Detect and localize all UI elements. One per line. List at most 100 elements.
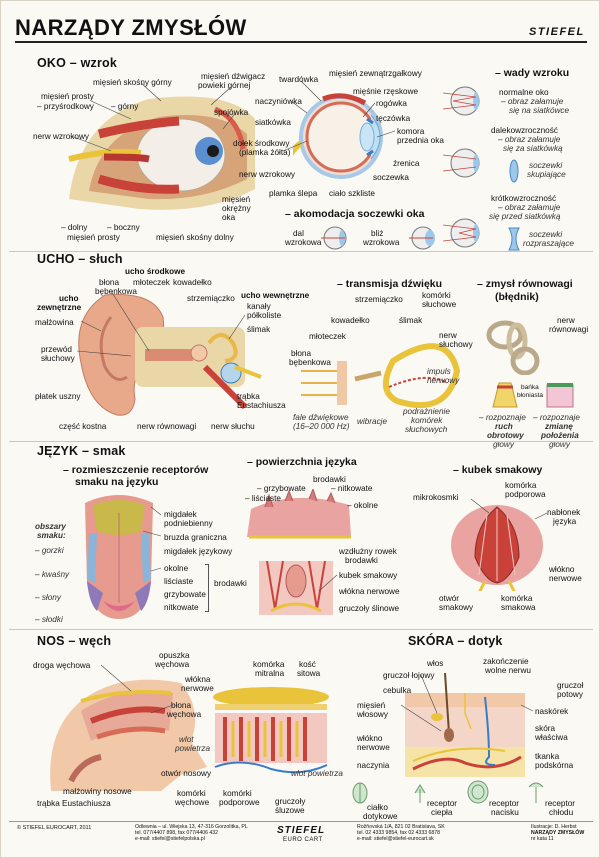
label-s-ciepla: ciepła	[431, 808, 453, 817]
label-k-mikrokosmki: mikrokosmki	[413, 493, 459, 502]
label-r-rownowagi: równowagi	[549, 325, 589, 334]
label-t-sluchowy: słuchowy	[439, 340, 473, 349]
label-s-receptor-nacisku: receptor	[489, 799, 520, 808]
label-n-komorki-wechowe-1: komórki	[177, 789, 206, 798]
label-n-komorki-wechowe-2: węchowe	[175, 798, 210, 807]
powierzchnia-heading: – powierzchnia języka	[247, 456, 357, 468]
label-obszary: obszary	[35, 522, 66, 531]
nos-heading: NOS – węch	[37, 634, 112, 648]
label-plamka-slepa: plamka ślepa	[269, 189, 318, 198]
label-k-nablonek: nabłonek	[547, 508, 581, 517]
label-t-sluchowe: słuchowe	[422, 300, 457, 309]
label-k-wlokno: włókno	[549, 565, 575, 574]
footer-addr-pl-2: tel. 077/4407 898, fax 077/4406 432	[135, 830, 219, 836]
label-r-rozpoznaje-1: – rozpoznaje	[479, 413, 526, 422]
label-nerw-sluchu: nerw słuchu	[211, 422, 255, 431]
label-slodki: – słodki	[35, 615, 63, 624]
label-dolny: – dolny	[61, 223, 88, 232]
akomodacja-eye-near-icon	[409, 226, 435, 250]
label-nerw-wzrokowy-2: nerw wzrokowy	[239, 170, 295, 179]
labyrinth-illustration	[486, 320, 540, 375]
receptors-heading-1: – rozmieszczenie receptorów	[63, 464, 209, 476]
label-powieki-gornej: powieki górnej	[198, 81, 251, 90]
papilla-section-illustration	[259, 560, 333, 615]
footer-addr-sk-2: tel. 02 4333 9854, fax 02 4333 6878	[357, 830, 441, 836]
footer-brand-sub: EURO CART	[283, 837, 323, 843]
label-t-blona: błona	[291, 349, 312, 358]
label-okolne: okolne	[164, 564, 189, 573]
label-n-wlokna: włókna	[185, 675, 211, 684]
label-s-receptor-chlodu: receptor	[545, 799, 576, 808]
label-strzemiaczko: strzemiączko	[187, 294, 235, 303]
label-teczowka: tęczówka	[376, 114, 411, 123]
wady-normal-2: – obraz załamuje	[501, 97, 564, 106]
receptor-touch-icon	[352, 782, 368, 804]
wady-near-eye-icon	[443, 218, 480, 248]
footer-addr-pl-1: Odlewnia – ul. Wiejska 13, 47-316 Gorzol…	[135, 824, 248, 830]
footer-brand: STIEFEL	[277, 825, 326, 836]
wady-heading: – wady wzroku	[495, 67, 570, 79]
label-nerw-wzrokowy: nerw wzrokowy	[33, 132, 89, 141]
wady-far-1: dalekowzroczność	[491, 126, 558, 135]
label-k-smakowy: smakowy	[439, 603, 474, 612]
label-t-sluchowych: słuchowych	[405, 425, 448, 434]
brand-logo: STIEFEL	[529, 26, 585, 38]
label-r-banka: bańka	[521, 384, 539, 391]
label-p-brodawki: brodawki	[313, 475, 346, 484]
label-n-wlot-powietrza: powietrza	[175, 744, 211, 753]
wady-far-3: się za siatkówką	[503, 144, 563, 153]
label-r-polozenia: położenia	[541, 431, 579, 440]
label-p-rowek: wzdłużny rowek	[339, 547, 397, 556]
label-rogowka: rogówka	[376, 99, 407, 108]
label-r-rozpoznaje-2: – rozpoznaje	[533, 413, 580, 422]
label-kwasny: – kwaśny	[35, 570, 70, 579]
wady-normal-eye-icon	[443, 86, 480, 116]
label-n-otwor-nosowy: otwór nosowy	[161, 769, 212, 778]
label-bruzda: bruzda graniczna	[164, 533, 227, 542]
label-t-strzemiaczko: strzemiączko	[355, 295, 403, 304]
label-s-cialko: ciałko	[367, 803, 388, 812]
label-cialo-szkliste: ciało szkliste	[329, 189, 375, 198]
label-migdalek-jez: migdałek językowy	[164, 547, 233, 556]
header-rule	[15, 41, 587, 43]
label-ucho-srodkowe: ucho środkowe	[125, 267, 186, 276]
receptors-heading-2: smaku na języku	[75, 476, 159, 488]
label-r-zmiane: zmianę	[545, 422, 573, 431]
label-podniebienny: podniebienny	[164, 519, 213, 528]
label-zrenica: źrenica	[393, 159, 420, 168]
label-bliz: bliż	[371, 229, 384, 238]
label-s-gruczol: gruczoł	[557, 681, 584, 690]
label-t-mloteczek: młoteczek	[309, 332, 346, 341]
label-s-gruczol-lojowy: gruczoł łojowy	[383, 671, 435, 680]
label-s-skora: skóra	[535, 724, 556, 733]
label-r-ruch: ruch	[495, 422, 513, 431]
wady-normal-3: się na siatkówce	[509, 106, 570, 115]
label-n-wlot-powietrza-2: wlot powietrza	[291, 769, 343, 778]
label-polkoliste: półkoliste	[247, 311, 282, 320]
label-t-fale: fale dźwiękowe	[293, 413, 349, 422]
label-gorny: – górny	[111, 102, 139, 111]
label-r-obrotowy: obrotowy	[487, 431, 524, 440]
label-s-tkanka: tkanka	[535, 752, 560, 761]
label-r-bloniasta: błoniasta	[517, 392, 544, 399]
skin-section-illustration	[405, 673, 525, 777]
label-t-nerwowy: nerwowy	[427, 376, 460, 385]
label-t-kowadelko: kowadełko	[331, 316, 370, 325]
label-s-zakonczenie: zakończenie	[483, 657, 529, 666]
label-miesien-prosty: mięsień prosty	[41, 92, 94, 101]
label-t-impuls: impuls	[427, 367, 451, 376]
label-wzrokowa-1: wzrokowa	[285, 238, 322, 247]
wady-far-lens-icon	[509, 159, 519, 183]
ampulla-illustration	[492, 382, 574, 408]
receptor-cold-icon	[528, 782, 544, 803]
label-n-blona-wechowa: węchowa	[167, 710, 202, 719]
label-p-gruczoly: gruczoły ślinowe	[339, 604, 400, 613]
label-s-wolne: wolne nerwu	[485, 666, 531, 675]
label-t-komorek: komórek	[411, 416, 443, 425]
label-s-chlodu: chłodu	[549, 808, 574, 817]
divider-2	[9, 441, 593, 442]
label-p-okolne: – okolne	[347, 501, 378, 510]
label-nitkowate: nitkowate	[164, 603, 199, 612]
label-s-wlosowy: włosowy	[357, 710, 388, 719]
